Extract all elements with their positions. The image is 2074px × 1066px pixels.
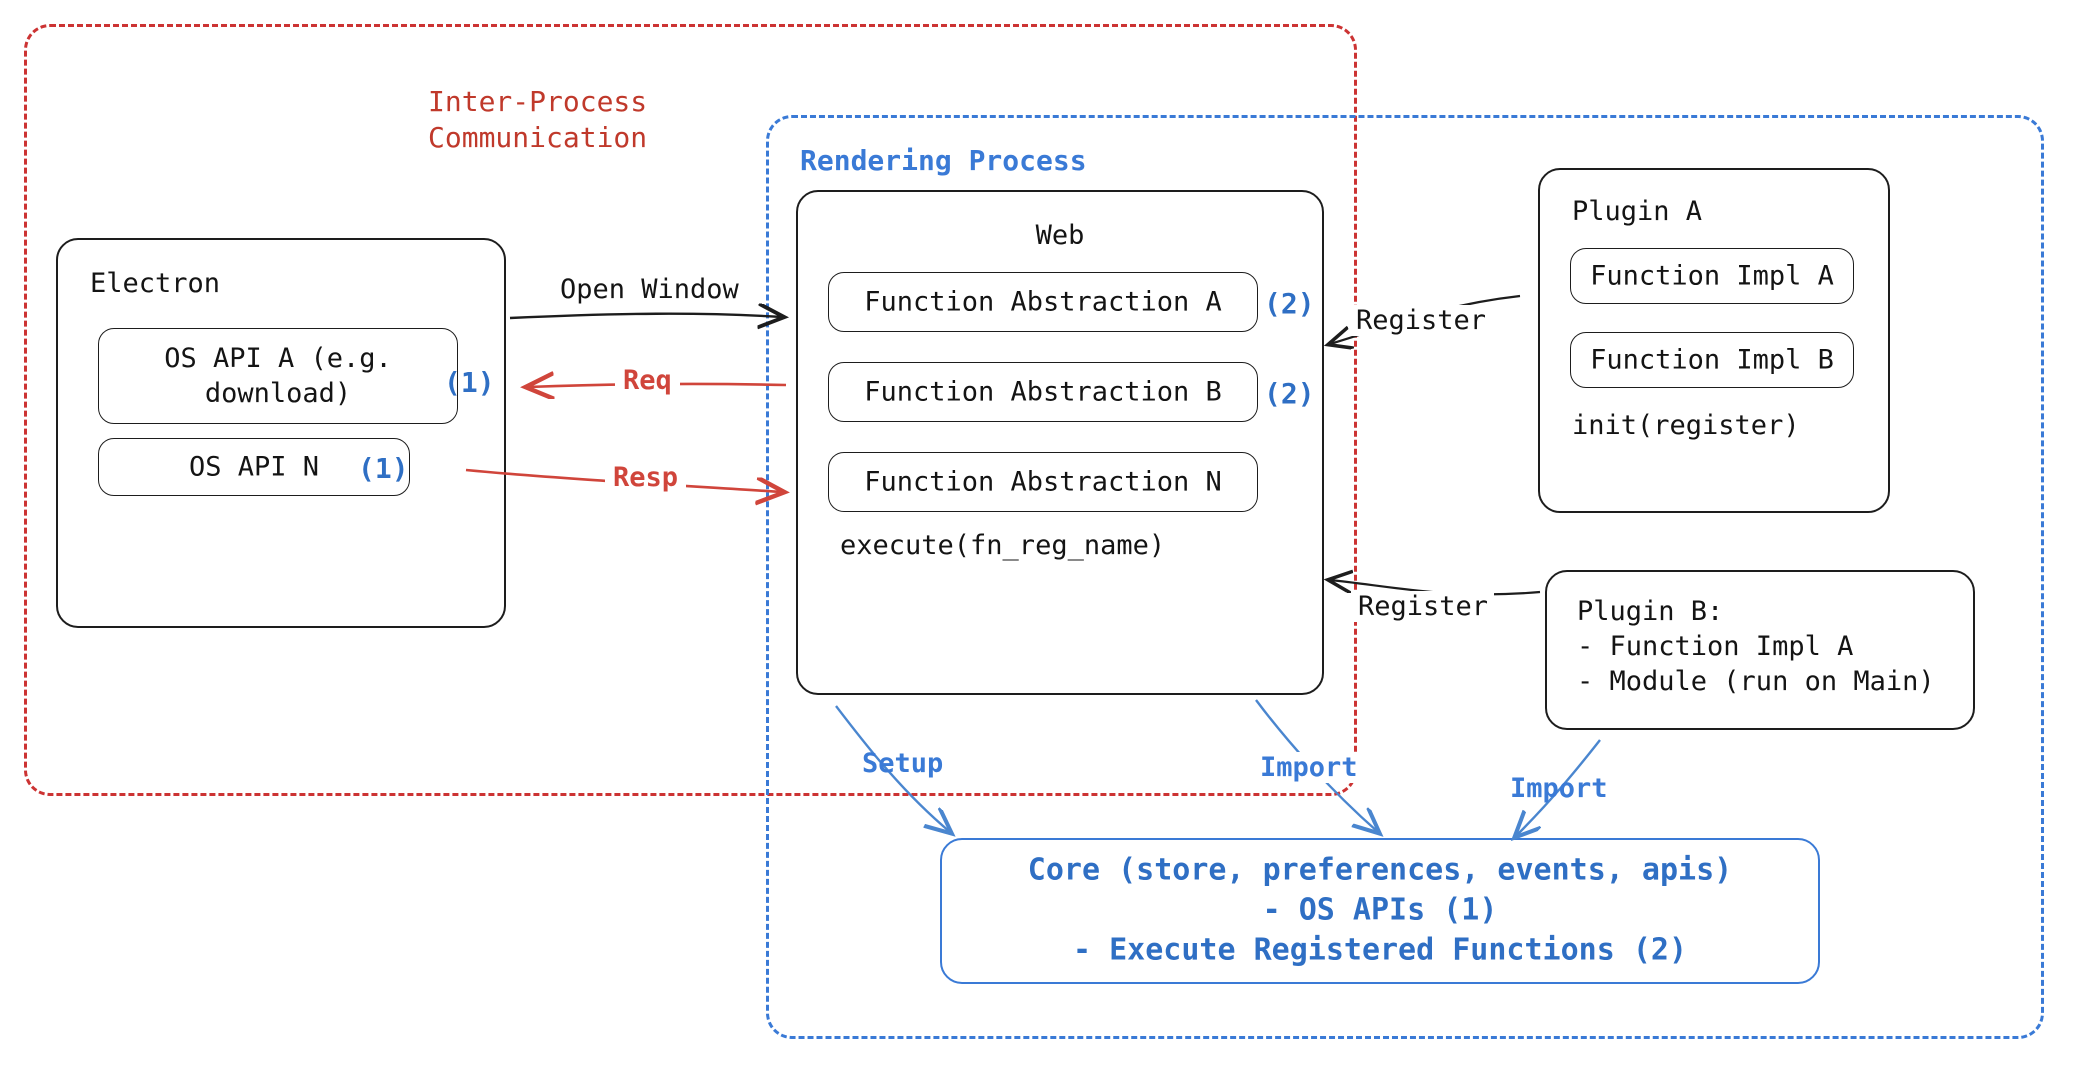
os-api-a-tag: (1) [444,366,495,399]
plugin-a-init-label: init(register) [1572,410,1800,441]
label-register-b: Register [1352,591,1495,622]
label-req: Req [615,365,680,396]
label-open-window: Open Window [560,274,739,305]
web-execute-label: execute(fn_reg_name) [840,530,1166,561]
web-box: Web Function Abstraction A (2) Function … [796,190,1324,695]
function-abstraction-n-box: Function Abstraction N [828,452,1258,512]
os-api-n-label: OS API N [188,451,320,483]
function-abstraction-a-label: Function Abstraction A [864,286,1222,318]
label-setup: Setup [862,748,944,779]
web-title: Web [1035,220,1085,251]
function-abstraction-a-box: Function Abstraction A [828,272,1258,332]
label-resp: Resp [605,462,687,493]
os-api-a-box: OS API A (e.g. download) [98,328,458,424]
os-api-n-box: OS API N [98,438,410,496]
core-box: Core (store, preferences, events, apis) … [940,838,1820,984]
group-label-ipc: Inter-Process Communication [428,85,648,155]
function-abstraction-b-tag: (2) [1264,377,1315,410]
os-api-a-label: OS API A (e.g. download) [164,342,392,409]
group-label-rendering-process: Rendering Process [800,144,1087,177]
function-abstraction-b-box: Function Abstraction B [828,362,1258,422]
plugin-a-title: Plugin A [1572,196,1703,227]
plugin-b-lines: Plugin B: - Function Impl A - Module (ru… [1577,596,1935,698]
function-impl-b-label: Function Impl B [1590,344,1834,376]
function-abstraction-n-label: Function Abstraction N [864,466,1222,498]
function-impl-a-label: Function Impl A [1590,260,1834,292]
plugin-b-box: Plugin B: - Function Impl A - Module (ru… [1545,570,1975,730]
function-impl-a-box: Function Impl A [1570,248,1854,304]
core-lines: Core (store, preferences, events, apis) … [1027,852,1733,969]
plugin-a-box: Plugin A Function Impl A Function Impl B… [1538,168,1890,513]
function-abstraction-b-label: Function Abstraction B [864,376,1222,408]
os-api-n-tag: (1) [358,452,409,485]
label-register-a: Register [1350,305,1493,336]
label-import-web: Import [1256,752,1362,783]
electron-title: Electron [90,268,221,299]
function-abstraction-a-tag: (2) [1264,287,1315,320]
electron-box: Electron OS API A (e.g. download) (1) OS… [56,238,506,628]
group-rendering-process [766,115,2044,1039]
function-impl-b-box: Function Impl B [1570,332,1854,388]
label-import-plugin: Import [1510,773,1608,804]
group-inter-process-communication [24,24,1357,796]
